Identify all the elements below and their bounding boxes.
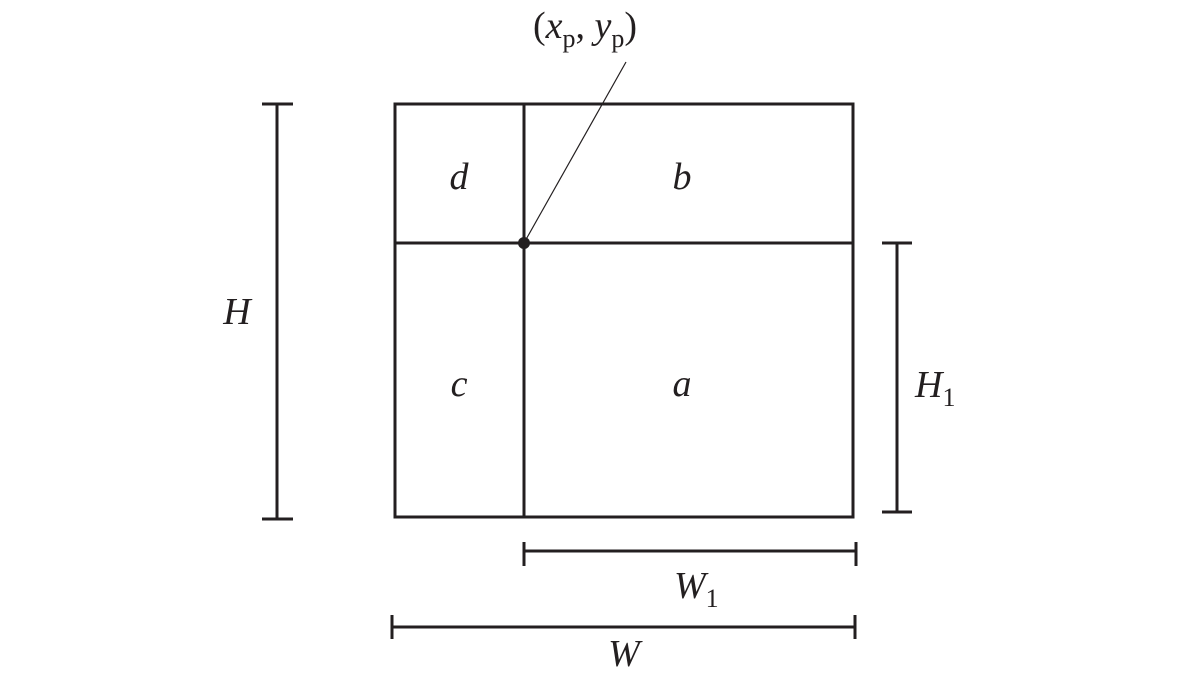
width-1-sub: 1 — [706, 584, 719, 613]
height-1-label: H1 — [914, 364, 955, 412]
width-1-var: W — [674, 565, 709, 607]
point-x-var: x — [545, 5, 563, 47]
region-label-c: c — [451, 363, 468, 405]
height-1-var: H — [914, 364, 945, 406]
point-leader-line — [523, 61, 627, 244]
region-label-a: a — [673, 363, 692, 405]
point-open-paren: ( — [533, 5, 546, 47]
region-label-d: d — [450, 156, 470, 198]
point-y-var: y — [591, 5, 612, 47]
point-comma: , — [576, 5, 595, 47]
point-x-sub: p — [563, 24, 576, 53]
point-y-sub: p — [611, 24, 624, 53]
width-1-label: W1 — [674, 565, 719, 613]
region-label-b: b — [673, 156, 692, 198]
height-label: H — [222, 291, 253, 333]
point-label: (xp, yp) — [533, 5, 637, 53]
point-close-paren: ) — [624, 5, 637, 47]
height-1-dimension — [882, 241, 912, 514]
width-dimension — [390, 615, 857, 639]
height-1-sub: 1 — [942, 383, 955, 412]
height-dimension — [262, 102, 293, 521]
outer-rectangle — [393, 102, 855, 519]
width-label: W — [608, 633, 643, 675]
point-marker — [518, 237, 530, 249]
width-1-dimension — [522, 542, 858, 566]
